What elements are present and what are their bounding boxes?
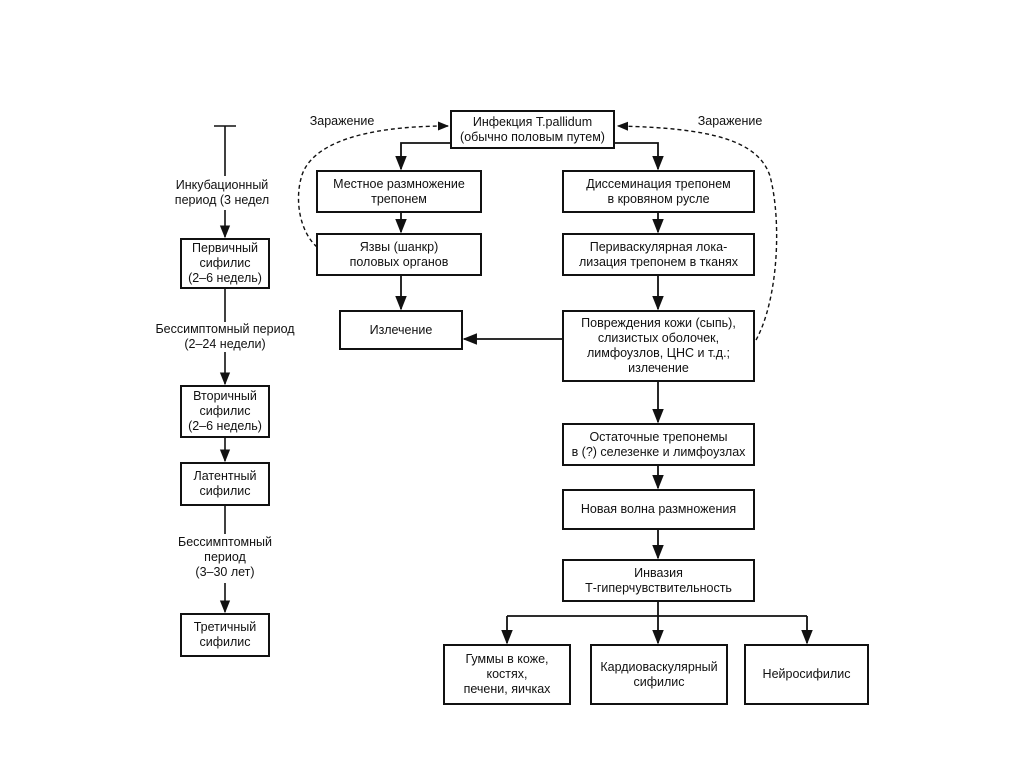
secondary-syphilis-box: Вторичный сифилис (2–6 недель) bbox=[180, 385, 270, 438]
primary-syphilis-box: Первичный сифилис (2–6 недель) bbox=[180, 238, 270, 289]
neurosyphilis-box: Нейросифилис bbox=[744, 644, 869, 705]
invasion-box: Инвазия Т-гиперчувствительность bbox=[562, 559, 755, 602]
asymptomatic-period-1-label: Бессимптомный период (2–24 недели) bbox=[150, 322, 300, 352]
infection-label-right: Заражение bbox=[697, 114, 763, 128]
reinfection-paths bbox=[297, 121, 778, 341]
perivascular-box: Периваскулярная лока- лизация трепонем в… bbox=[562, 233, 755, 276]
healing-box: Излечение bbox=[339, 310, 463, 350]
asymptomatic-period-2-label: Бессимптомный период (3–30 лет) bbox=[166, 535, 284, 580]
incubation-period-label: Инкубационный период (3 недел bbox=[166, 178, 278, 208]
ulcers-box: Язвы (шанкр) половых органов bbox=[316, 233, 482, 276]
tertiary-syphilis-box: Третичный сифилис bbox=[180, 613, 270, 657]
residual-treponemes-box: Остаточные трепонемы в (?) селезенке и л… bbox=[562, 423, 755, 466]
cardiovascular-syphilis-box: Кардиоваскулярный сифилис bbox=[590, 644, 728, 705]
lesions-box: Повреждения кожи (сыпь), слизистых оболо… bbox=[562, 310, 755, 382]
infection-label-left: Заражение bbox=[309, 114, 375, 128]
new-wave-box: Новая волна размножения bbox=[562, 489, 755, 530]
timeline-lines bbox=[214, 125, 236, 614]
arrow-to-dissemination bbox=[615, 142, 664, 171]
dissemination-box: Диссеминация трепонем в кровяном русле bbox=[562, 170, 755, 213]
arrow-to-local bbox=[395, 142, 450, 171]
gummas-box: Гуммы в коже, костях, печени, яичках bbox=[443, 644, 571, 705]
local-multiplication-box: Местное размножение трепонем bbox=[316, 170, 482, 213]
infection-box: Инфекция T.pallidum (обычно половым путе… bbox=[450, 110, 615, 149]
latent-syphilis-box: Латентный сифилис bbox=[180, 462, 270, 506]
flow-arrows bbox=[395, 142, 813, 645]
dashed-left-reinfection bbox=[297, 121, 450, 248]
